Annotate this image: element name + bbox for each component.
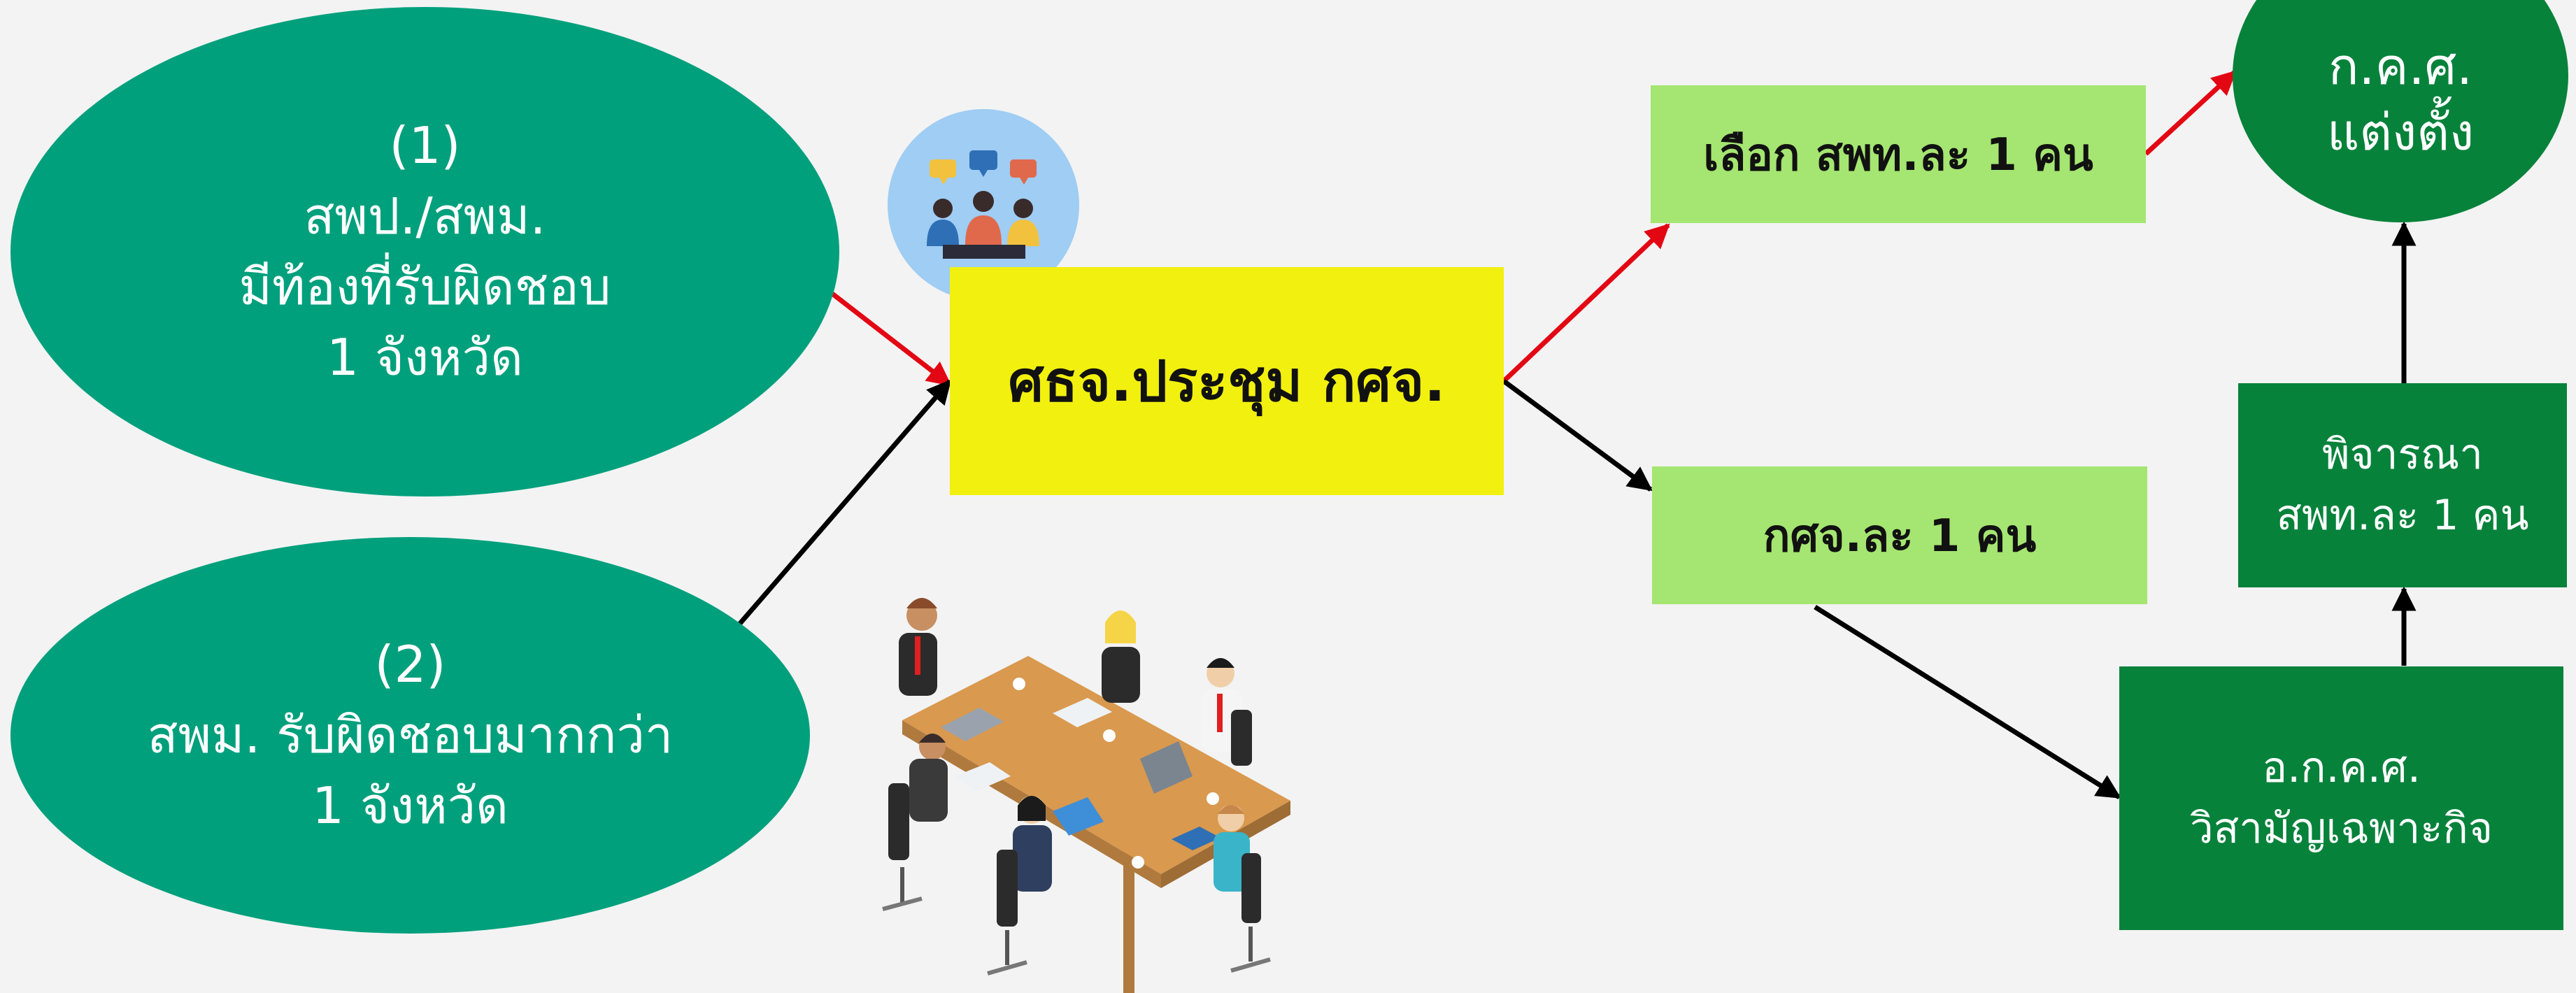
subcommittee-line-2: วิสามัญเฉพาะกิจ [2189,803,2493,853]
consider-box: พิจารณา สพท.ละ 1 คน [2238,383,2567,587]
meeting-label: ศธจ.ประชุม กศจ. [1008,348,1446,414]
arrow-select-to-appoint [2144,70,2237,156]
subcommittee-box: อ.ก.ค.ศ. วิสามัญเฉพาะกิจ [2119,666,2563,930]
option2-ellipse: (2) สพม. รับผิดชอบมากกว่า 1 จังหวัด [10,537,810,934]
arrow-meeting-to-member [1502,379,1653,492]
option1-ellipse: (1) สพป./สพม. มีท้องที่รับผิดชอบ 1 จังหว… [10,7,839,496]
meeting-box: ศธจ.ประชุม กศจ. [950,267,1504,495]
option1-line-3: มีท้องที่รับผิดชอบ [239,257,611,316]
subcommittee-line-1: อ.ก.ค.ศ. [2262,743,2421,792]
appoint-line-1: ก.ค.ศ. [2328,37,2473,97]
option1-line-4: 1 จังหวัด [327,327,523,387]
select-box: เลือก สพท.ละ 1 คน [1651,85,2146,223]
arrow-option2-to-meeting [736,379,952,628]
meeting-table-illustration [882,598,1290,993]
arrow-member-to-subcommittee [1814,605,2121,799]
option2-line-1: (2) [374,635,446,694]
option1-line-1: (1) [389,116,461,176]
option2-line-3: 1 จังหวัด [312,776,508,835]
member-label: กศจ.ละ 1 คน [1763,510,2037,562]
arrow-meeting-to-select [1502,223,1670,383]
group-chat-icon [888,109,1079,301]
consider-line-2: สพท.ละ 1 คน [2276,491,2529,540]
consider-line-1: พิจารณา [2322,430,2483,479]
member-box: กศจ.ละ 1 คน [1652,466,2147,604]
option2-line-2: สพม. รับผิดชอบมากกว่า [147,706,674,765]
select-label: เลือก สพท.ละ 1 คน [1703,129,2093,181]
appoint-line-2: แต่งตั้ง [2326,103,2475,162]
arrow-option1-to-meeting [830,292,952,387]
option1-line-2: สพป./สพม. [304,187,546,246]
